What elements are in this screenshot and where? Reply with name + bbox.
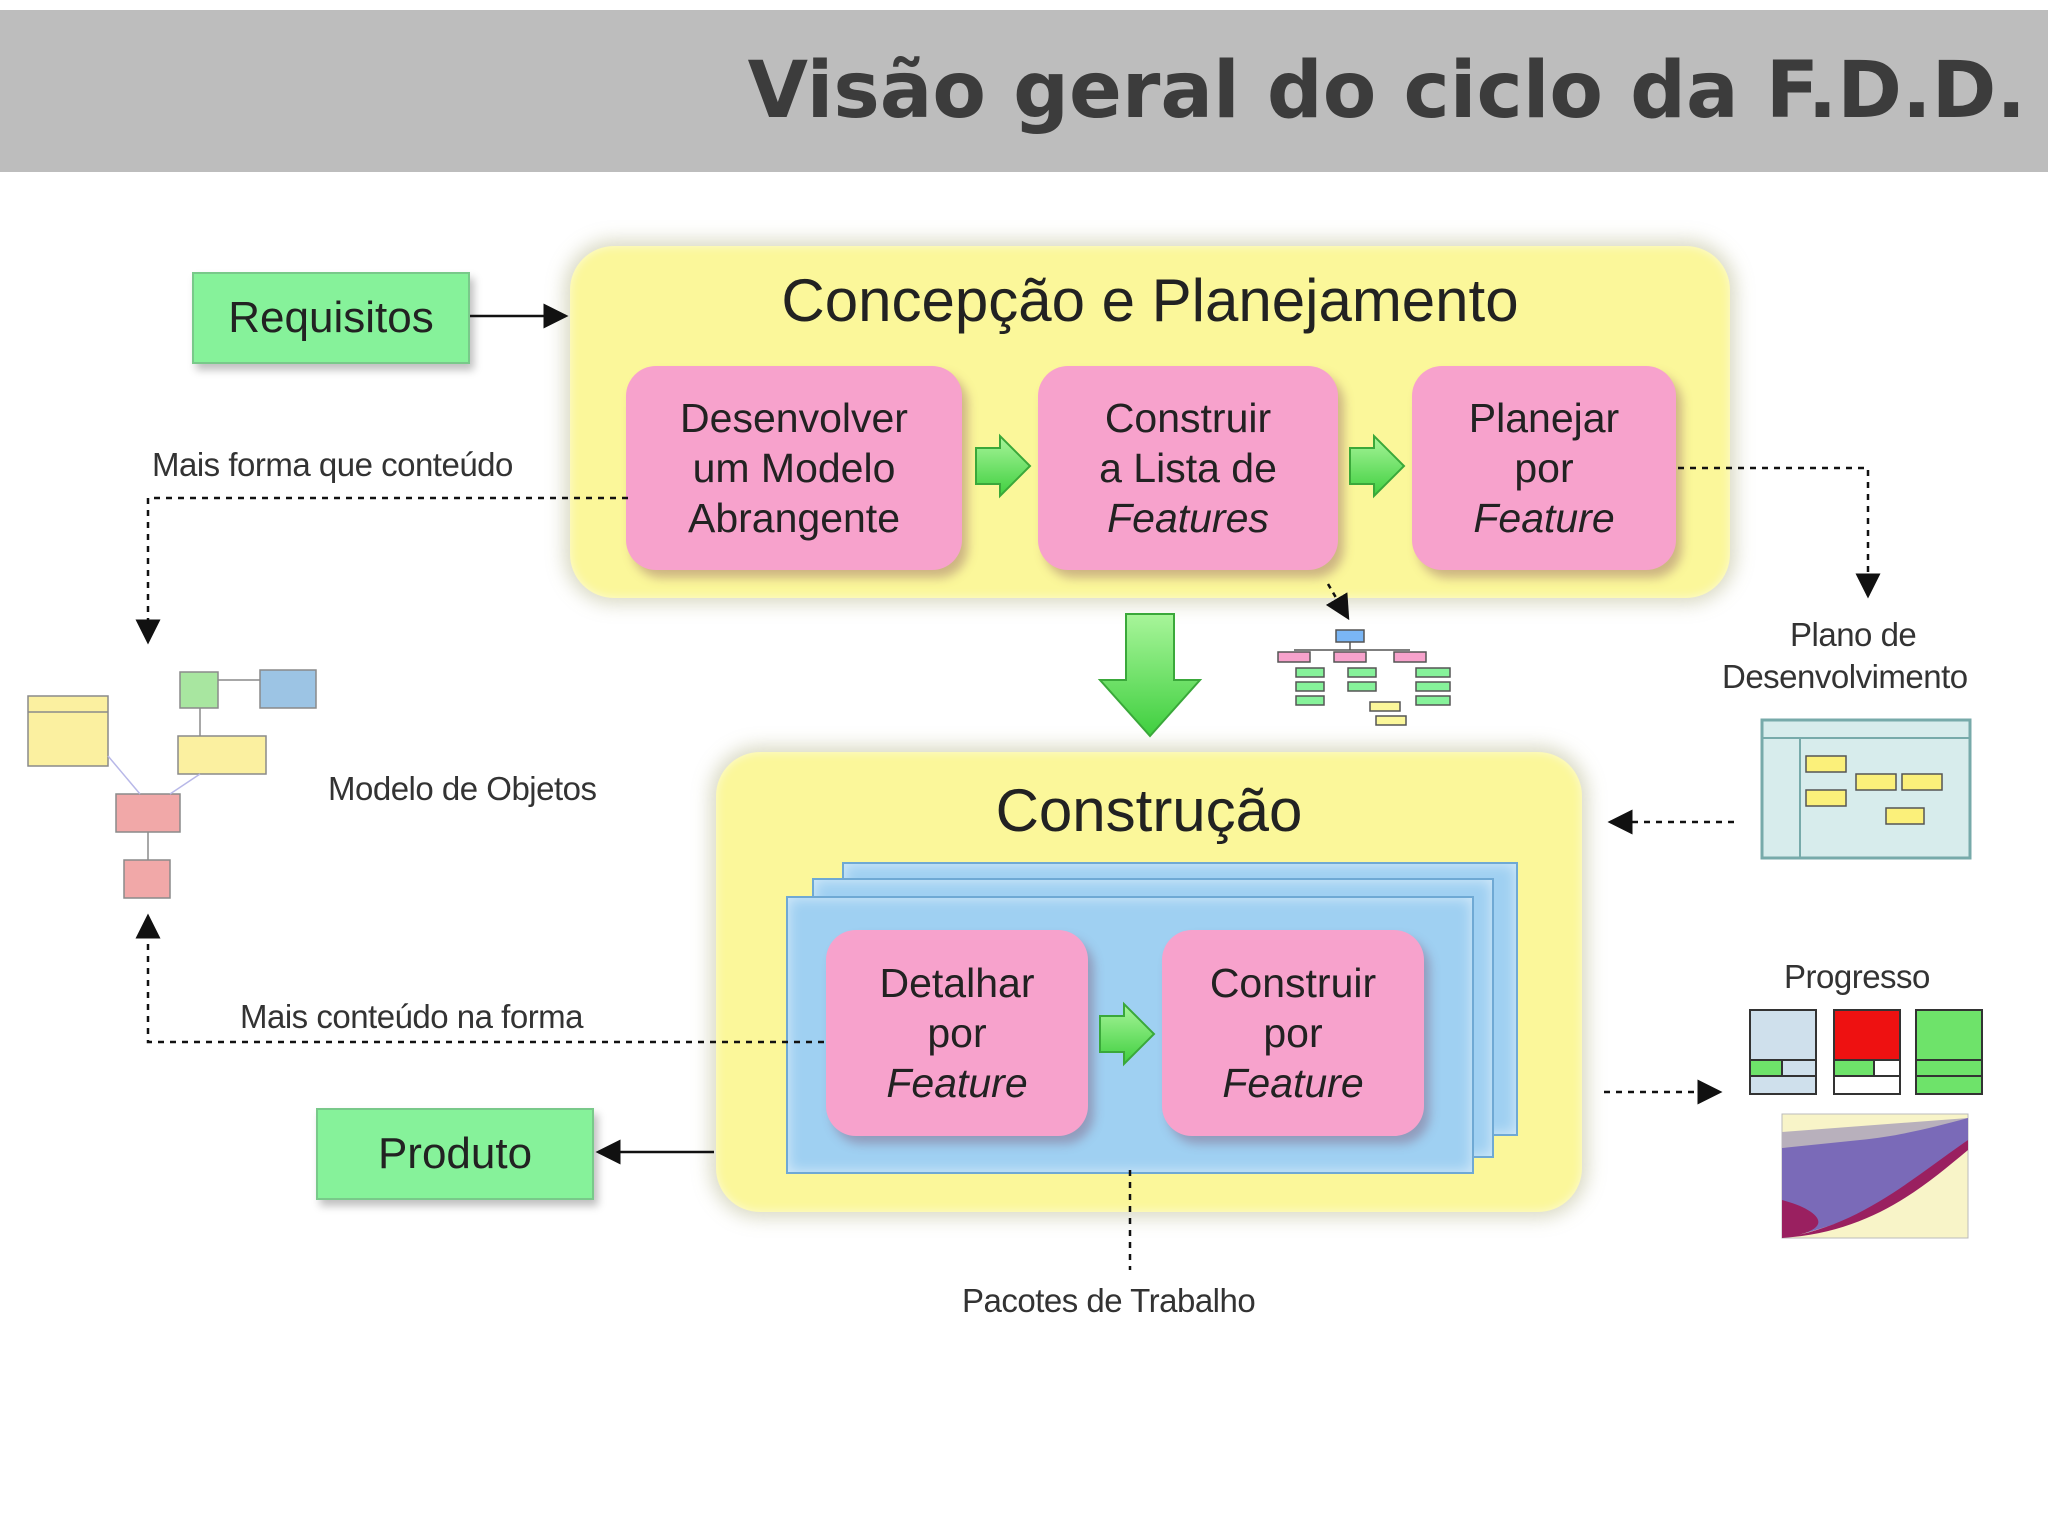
object-model-icon [27,669,317,899]
step-build-by-feature-line3: Feature [1222,1060,1364,1106]
requisitos-box: Requisitos [192,272,470,364]
step-build-by-feature-line2: por [1263,1010,1323,1056]
construction-title: Construção [995,777,1303,844]
dev-plan-icon [1760,718,1972,860]
step-plan-by-feature-line3: Feature [1473,495,1615,541]
arrow-planning-to-construction [1097,613,1203,738]
planning-title: Concepção e Planejamento [781,267,1519,334]
mais-conteudo-label: Mais conteúdo na forma [240,998,584,1035]
feature-tree-icon [1277,629,1451,726]
produto-box: Produto [316,1108,594,1200]
mais-forma-label: Mais forma que conteúdo [152,446,513,483]
title-bar [0,10,2048,172]
step-build-by-feature: Construir por Feature [1162,930,1424,1136]
modelo-objetos-label: Modelo de Objetos [328,770,597,807]
step-plan-by-feature-line1: Planejar [1468,395,1620,441]
progress-chart-icon [1781,1113,1969,1239]
dashed-to-feature-tree [1325,583,1350,621]
step-build-feature-list-line1: Construir [1104,395,1272,441]
dashed-to-dev-plan [1678,466,1881,599]
step-detail-by-feature-line1: Detalhar [879,960,1035,1006]
step-develop-model: Desenvolver um Modelo Abrangente [626,366,962,570]
step-plan-by-feature: Planejar por Feature [1412,366,1676,570]
slide-title: Visão geral do ciclo da F.D.D. [747,46,2026,136]
arrow-step2-to-step3 [1349,433,1406,499]
step-build-feature-list-line2: a Lista de [1099,445,1277,491]
plano-label-line1: Plano de [1790,616,1917,653]
step-develop-model-line1: Desenvolver [680,395,908,441]
step-develop-model-line2: um Modelo [692,445,896,491]
progresso-label: Progresso [1784,958,1930,995]
step-plan-by-feature-line2: por [1514,445,1574,491]
step-develop-model-line3: Abrangente [687,495,900,541]
dashed-from-detail-to-model [135,913,824,1044]
step-build-feature-list: Construir a Lista de Features [1038,366,1338,570]
pacotes-label: Pacotes de Trabalho [962,1282,1256,1319]
step-detail-by-feature: Detalhar por Feature [826,930,1088,1136]
arrow-detail-to-build [1099,1001,1156,1067]
dashed-to-object-model [135,496,628,645]
arrow-step1-to-step2 [975,433,1032,499]
step-detail-by-feature-line3: Feature [886,1060,1028,1106]
plano-label-line2: Desenvolvimento [1722,658,1968,695]
step-build-feature-list-line3: Features [1107,495,1269,541]
step-detail-by-feature-line2: por [927,1010,987,1056]
progress-icons [1749,1009,1983,1095]
step-build-by-feature-line1: Construir [1209,960,1377,1006]
